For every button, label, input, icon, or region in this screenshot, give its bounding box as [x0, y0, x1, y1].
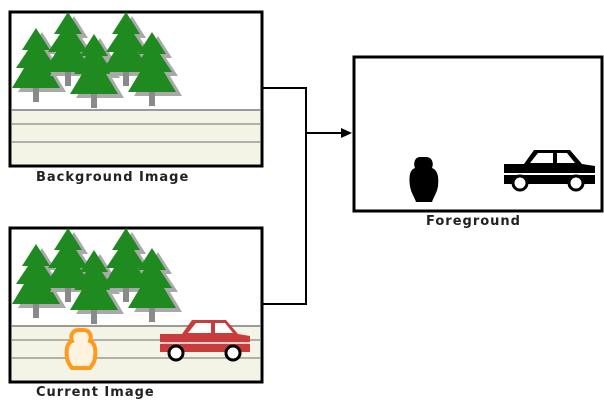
background-image-panel [8, 10, 264, 168]
arrow-icon [341, 128, 352, 138]
road [12, 109, 260, 164]
person-icon [409, 157, 439, 202]
connector-lines [262, 87, 352, 305]
car-icon [160, 320, 250, 362]
foreground-label: Foreground [426, 214, 521, 229]
current-image-panel [8, 226, 264, 384]
current-image-label: Current Image [36, 385, 155, 400]
background-image-label: Background Image [36, 170, 190, 185]
foreground-panel [352, 55, 604, 213]
car-icon [504, 150, 595, 192]
person-icon [64, 328, 98, 370]
